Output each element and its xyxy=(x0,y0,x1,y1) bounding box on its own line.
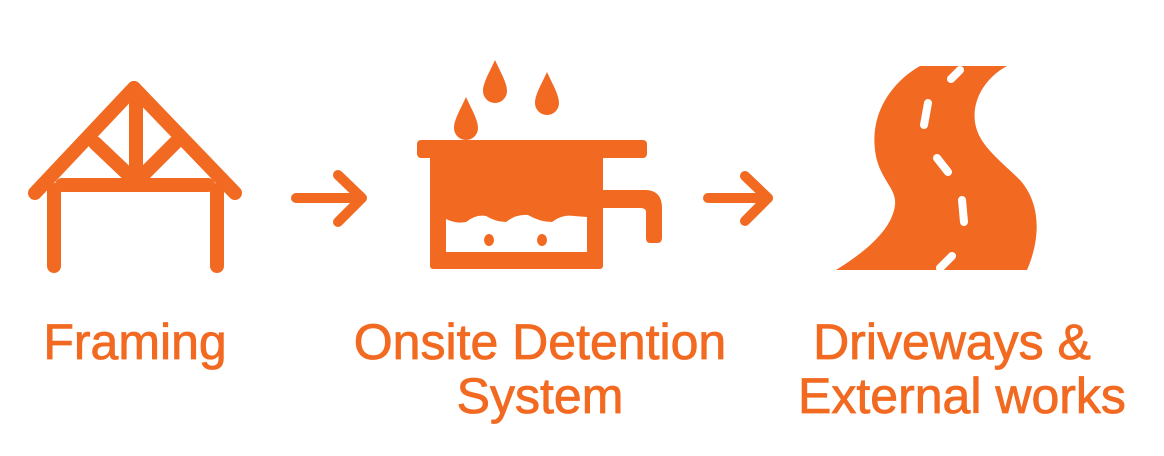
step-label-onsite-detention: Onsite Detention System xyxy=(330,314,750,424)
bubble-icon xyxy=(484,234,494,246)
rain-drop-icon xyxy=(535,72,559,115)
roof-truss-icon xyxy=(28,81,242,273)
step-label-driveways: Driveways & External works xyxy=(780,314,1144,424)
step-label-framing: Framing xyxy=(35,314,235,370)
rain-drop-icon xyxy=(454,97,478,140)
road-icon xyxy=(836,66,1037,272)
label-line: Driveways & xyxy=(813,314,1092,370)
label-line: System xyxy=(456,368,624,424)
label-line: Onsite Detention xyxy=(353,314,727,370)
arrow-right-icon xyxy=(703,171,773,226)
arrow-right-icon xyxy=(291,170,367,227)
detention-tank-icon xyxy=(417,60,662,269)
rain-drop-icon xyxy=(483,60,507,103)
label-line: Framing xyxy=(43,314,227,370)
bubble-icon xyxy=(537,234,547,246)
label-line: External works xyxy=(798,368,1127,424)
